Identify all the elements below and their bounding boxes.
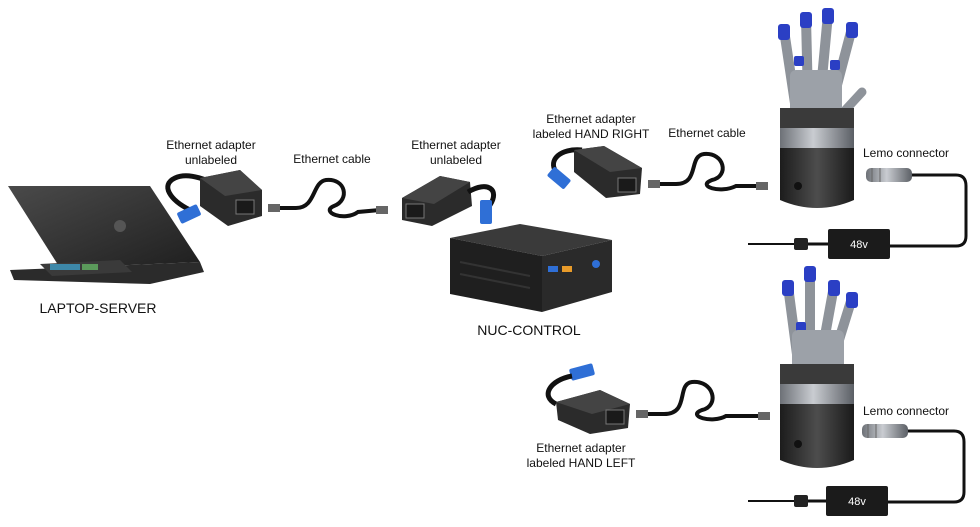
laptop-server-label-text: LAPTOP-SERVER — [39, 300, 157, 316]
nuc-control-label-text: NUC-CONTROL — [477, 322, 581, 338]
ethernet-cable-2-label: Ethernet cable — [668, 126, 745, 141]
adapter-hand-right-label: Ethernet adapter labeled HAND RIGHT — [533, 112, 650, 142]
ethernet-cable-icon — [648, 151, 768, 192]
laptop-icon — [8, 186, 204, 284]
adapter-hand-right-label-line1: Ethernet adapter — [546, 112, 636, 126]
lemo-connector-bottom-label: Lemo connector — [863, 404, 949, 419]
adapter-laptop-label: Ethernet adapter unlabeled — [166, 138, 255, 168]
ethernet-cable-icon — [268, 177, 388, 219]
ethernet-cable-label: Ethernet cable — [293, 152, 370, 167]
lemo-connector-bottom-label-text: Lemo connector — [862, 404, 950, 418]
ethernet-adapter-unlabeled-icon — [402, 176, 497, 226]
nuc-control-label: NUC-CONTROL — [477, 322, 580, 339]
nuc-computer-icon — [450, 224, 612, 312]
power-supply-48v-icon: 48v — [826, 486, 888, 516]
ethernet-cable-icon — [636, 379, 770, 422]
adapter-nuc-label-line2: unlabeled — [429, 153, 483, 167]
robot-hand-right-icon — [778, 8, 867, 208]
adapter-laptop-label-line2: unlabeled — [184, 153, 238, 167]
adapter-laptop-label-line1: Ethernet adapter — [166, 138, 256, 152]
adapter-hand-left-label-line2: labeled HAND LEFT — [526, 456, 636, 470]
ethernet-cable-2-label-text: Ethernet cable — [668, 126, 746, 140]
ethernet-adapter-hand-right-icon — [547, 146, 642, 198]
adapter-nuc-label-line1: Ethernet adapter — [411, 138, 501, 152]
lemo-connector-top-label: Lemo connector — [863, 146, 949, 161]
adapter-nuc-label: Ethernet adapter unlabeled — [411, 138, 500, 168]
ethernet-cable-label-text: Ethernet cable — [293, 152, 371, 166]
lemo-connector-top-label-text: Lemo connector — [862, 146, 950, 160]
adapter-hand-left-label-line1: Ethernet adapter — [536, 441, 626, 455]
power-plug-icon — [748, 495, 808, 507]
psu-bottom-label: 48v — [848, 496, 866, 508]
lemo-connector-icon — [862, 424, 908, 438]
ethernet-adapter-unlabeled-icon — [165, 170, 262, 226]
robot-hand-left-icon — [780, 266, 858, 468]
psu-top-label: 48v — [850, 239, 868, 251]
power-supply-48v-icon: 48v — [828, 229, 890, 259]
laptop-server-label: LAPTOP-SERVER — [40, 300, 157, 317]
adapter-hand-left-label: Ethernet adapter labeled HAND LEFT — [527, 441, 636, 471]
power-plug-icon — [748, 238, 808, 250]
ethernet-adapter-hand-left-icon — [545, 363, 630, 434]
adapter-hand-right-label-line2: labeled HAND RIGHT — [532, 127, 650, 141]
lemo-connector-icon — [866, 168, 912, 182]
